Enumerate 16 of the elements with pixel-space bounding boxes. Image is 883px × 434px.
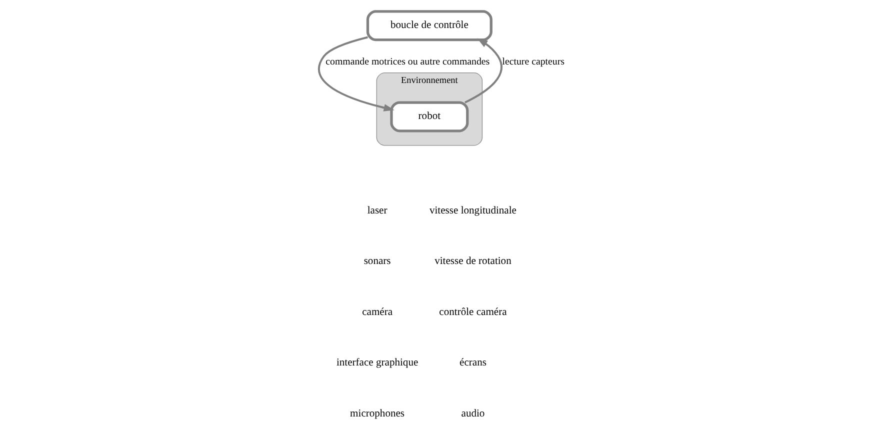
- label: interface graphique: [336, 358, 418, 369]
- edge-label: commande motrices ou autre commandes: [325, 56, 490, 68]
- label: sonars: [363, 256, 390, 268]
- label: contrôle caméra: [438, 306, 506, 318]
- label: écrans: [459, 358, 486, 369]
- label: audio: [460, 408, 484, 420]
- node-box: boucle de contrôle: [366, 10, 492, 42]
- label: vitesse de rotation: [434, 256, 511, 268]
- arrow: [464, 38, 502, 104]
- label: microphones: [350, 408, 404, 420]
- label: laser: [366, 205, 387, 216]
- arrow: [317, 36, 394, 112]
- label: vitesse longitudinale: [428, 205, 516, 216]
- label: caméra: [362, 306, 392, 318]
- node-box: robot: [390, 101, 468, 132]
- edge-label: lecture capteurs: [502, 56, 564, 68]
